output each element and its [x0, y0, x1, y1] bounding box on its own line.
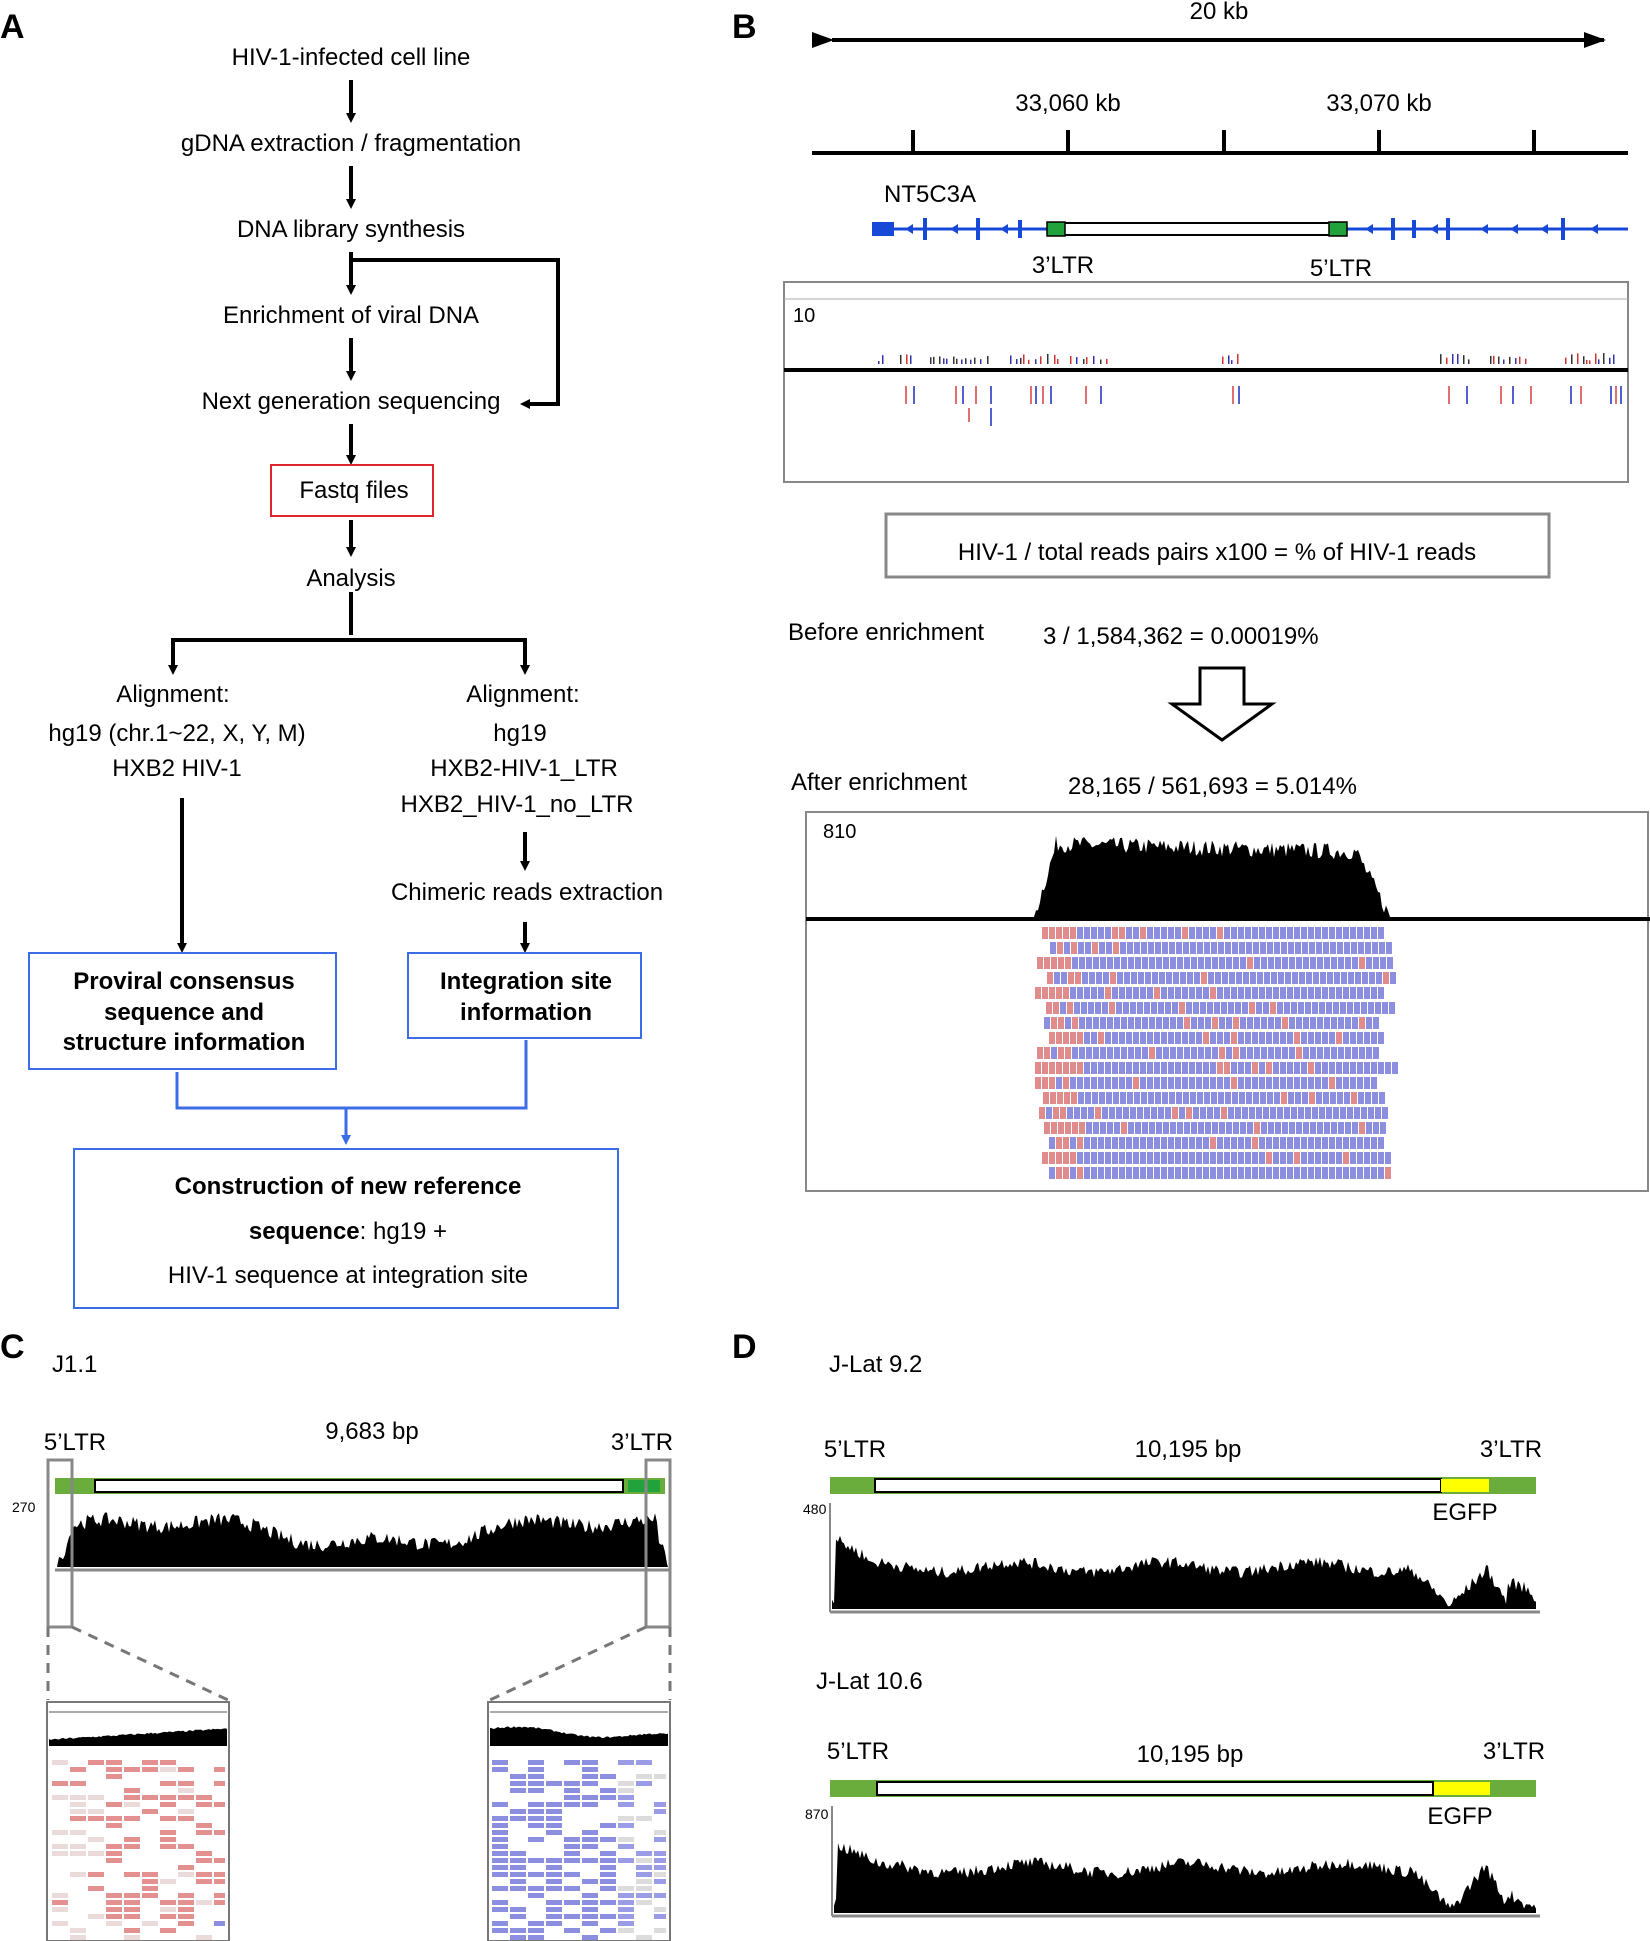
- construction-line-1: Construction of new reference: [174, 1173, 522, 1200]
- before-enrichment-value: 3 / 1,584,362 = 0.00019%: [1043, 623, 1319, 650]
- jlat106-reporter: EGFP: [1427, 1803, 1493, 1830]
- track1-coverage: [878, 353, 1615, 364]
- gene-track: [872, 218, 1628, 240]
- jlat92-length: 10,195 bp: [1134, 1436, 1242, 1463]
- jlat106-ltr-left: 5’LTR: [826, 1738, 890, 1765]
- flow-step-gdna: gDNA extraction / fragmentation: [180, 130, 522, 157]
- integration-box: Integration site information: [407, 952, 642, 1039]
- scale-bar-label: 20 kb: [1189, 0, 1249, 25]
- jlat92-reporter: EGFP: [1432, 1499, 1498, 1526]
- jlat106-ltr-right: 3’LTR: [1482, 1738, 1546, 1765]
- jlat106-length: 10,195 bp: [1136, 1741, 1244, 1768]
- integration-line-2: information: [460, 999, 592, 1026]
- proviral-box: Proviral consensus sequence and structur…: [28, 952, 337, 1070]
- flow-step-enrichment: Enrichment of viral DNA: [222, 302, 480, 329]
- flow-step-ngs: Next generation sequencing: [201, 388, 501, 415]
- construction-hg19: : hg19 +: [359, 1218, 448, 1245]
- formula-box: [884, 512, 1551, 579]
- jlat92-ymax: 480: [803, 1501, 827, 1517]
- panel-label-c: C: [0, 1328, 25, 1366]
- track2-coverage: [1034, 835, 1390, 917]
- construction-line-3: HIV-1 sequence at integration site: [167, 1262, 529, 1289]
- construction-line-2: sequence: hg19 +: [249, 1220, 447, 1244]
- jlat92-ltr-right: 3’LTR: [1479, 1436, 1543, 1463]
- j11-sample-label: J1.1: [52, 1351, 98, 1378]
- formula-text: HIV-1 / total reads pairs x100 = % of HI…: [957, 539, 1477, 566]
- right-ltr-highlight: [644, 1458, 672, 1629]
- flow-step-analysis: Analysis: [306, 565, 396, 592]
- panel-label-b: B: [732, 8, 757, 46]
- jlat92-coverage: [832, 1535, 1536, 1609]
- before-enrichment-label: Before enrichment: [788, 619, 985, 646]
- track2-frame: [805, 811, 1649, 1192]
- right-alignment-genome: hg19: [493, 720, 547, 747]
- down-arrow: [1167, 666, 1277, 742]
- fastq-label: Fastq files: [299, 477, 409, 504]
- jlat106-sample-label: J-Lat 10.6: [816, 1668, 923, 1695]
- tick-label-33060: 33,060 kb: [1015, 90, 1121, 117]
- jlat92-sample-label: J-Lat 9.2: [829, 1351, 923, 1378]
- track1-frame: [783, 281, 1629, 483]
- gene-ltr-right-label: 5’LTR: [1309, 255, 1373, 282]
- integration-line-1: Integration site: [439, 968, 613, 995]
- j11-ltr-left: 5’LTR: [43, 1429, 107, 1456]
- flow-step-library: DNA library synthesis: [236, 216, 466, 243]
- gene-ltr-left-label: 3’LTR: [1031, 252, 1095, 279]
- construction-sequence-bold: sequence: [248, 1218, 360, 1245]
- proviral-line-1: Proviral consensus: [73, 968, 295, 995]
- track1-reads: [905, 386, 1622, 426]
- right-alignment-ltr: HXB2-HIV-1_LTR: [430, 755, 618, 782]
- left-alignment-title: Alignment:: [116, 681, 230, 708]
- panel-label-a: A: [0, 8, 25, 46]
- gene-label: NT5C3A: [884, 181, 977, 208]
- after-enrichment-label: After enrichment: [791, 769, 968, 796]
- axis-ticks: [911, 130, 1536, 153]
- right-alignment-noltr: HXB2_HIV-1_no_LTR: [400, 791, 634, 818]
- chimeric-step: Chimeric reads extraction: [390, 879, 664, 906]
- after-enrichment-value: 28,165 / 561,693 = 5.014%: [1068, 773, 1357, 800]
- jlat106-coverage: [834, 1843, 1536, 1913]
- left-alignment-genome: hg19 (chr.1~22, X, Y, M): [48, 720, 306, 747]
- proviral-line-2: sequence and: [103, 999, 265, 1026]
- track2-reads: [1035, 927, 1398, 1179]
- right-alignment-title: Alignment:: [466, 681, 580, 708]
- jlat92-ltr-left: 5’LTR: [823, 1436, 887, 1463]
- fastq-box: Fastq files: [270, 464, 434, 517]
- left-ltr-highlight: [46, 1458, 74, 1629]
- j11-ymax: 270: [12, 1499, 36, 1515]
- track2-ymax: 810: [823, 821, 857, 843]
- panel-label-d: D: [732, 1328, 757, 1366]
- proviral-line-3: structure information: [62, 1029, 306, 1056]
- j11-coverage: [57, 1512, 668, 1567]
- track1-ymax: 10: [793, 305, 816, 327]
- left-alignment-virus: HXB2 HIV-1: [112, 755, 242, 782]
- j11-ltr-right: 3’LTR: [610, 1429, 674, 1456]
- construction-box: Construction of new reference sequence: …: [73, 1148, 619, 1309]
- j11-length: 9,683 bp: [325, 1418, 419, 1445]
- tick-label-33070: 33,070 kb: [1326, 90, 1432, 117]
- jlat106-ymax: 870: [805, 1806, 829, 1822]
- flow-step-cell-line: HIV-1-infected cell line: [231, 44, 471, 71]
